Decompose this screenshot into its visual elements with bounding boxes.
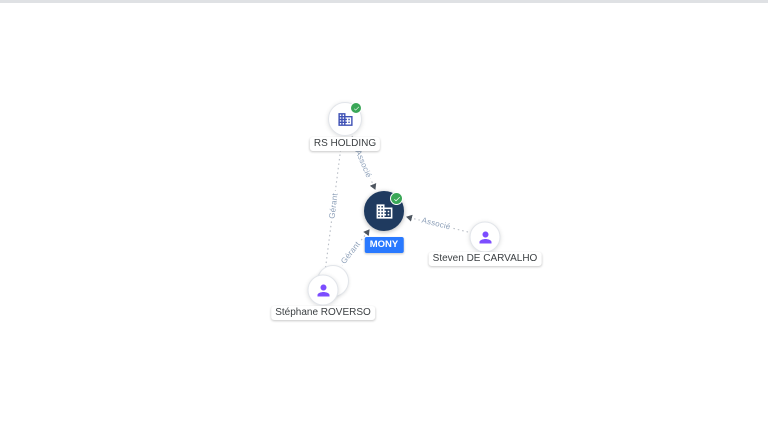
building-icon	[376, 203, 392, 219]
node-label-rs-holding: RS HOLDING	[309, 137, 381, 151]
node-label-stephane: Stéphane ROVERSO	[271, 306, 375, 320]
edge-steven-to-mony	[406, 214, 469, 233]
check-badge-icon	[390, 192, 403, 205]
node-label-steven: Steven DE CARVALHO	[428, 252, 542, 266]
node-circle-mony[interactable]	[364, 191, 404, 231]
person-icon	[479, 231, 491, 243]
node-circle-stephane[interactable]	[307, 274, 339, 306]
node-circle-steven[interactable]	[469, 221, 501, 253]
building-icon	[337, 112, 353, 126]
person-icon	[317, 284, 329, 296]
top-border	[0, 0, 768, 3]
node-label-mony: MONY	[364, 237, 404, 253]
node-circle-rs-holding[interactable]	[328, 102, 362, 136]
check-badge-icon	[350, 102, 362, 114]
